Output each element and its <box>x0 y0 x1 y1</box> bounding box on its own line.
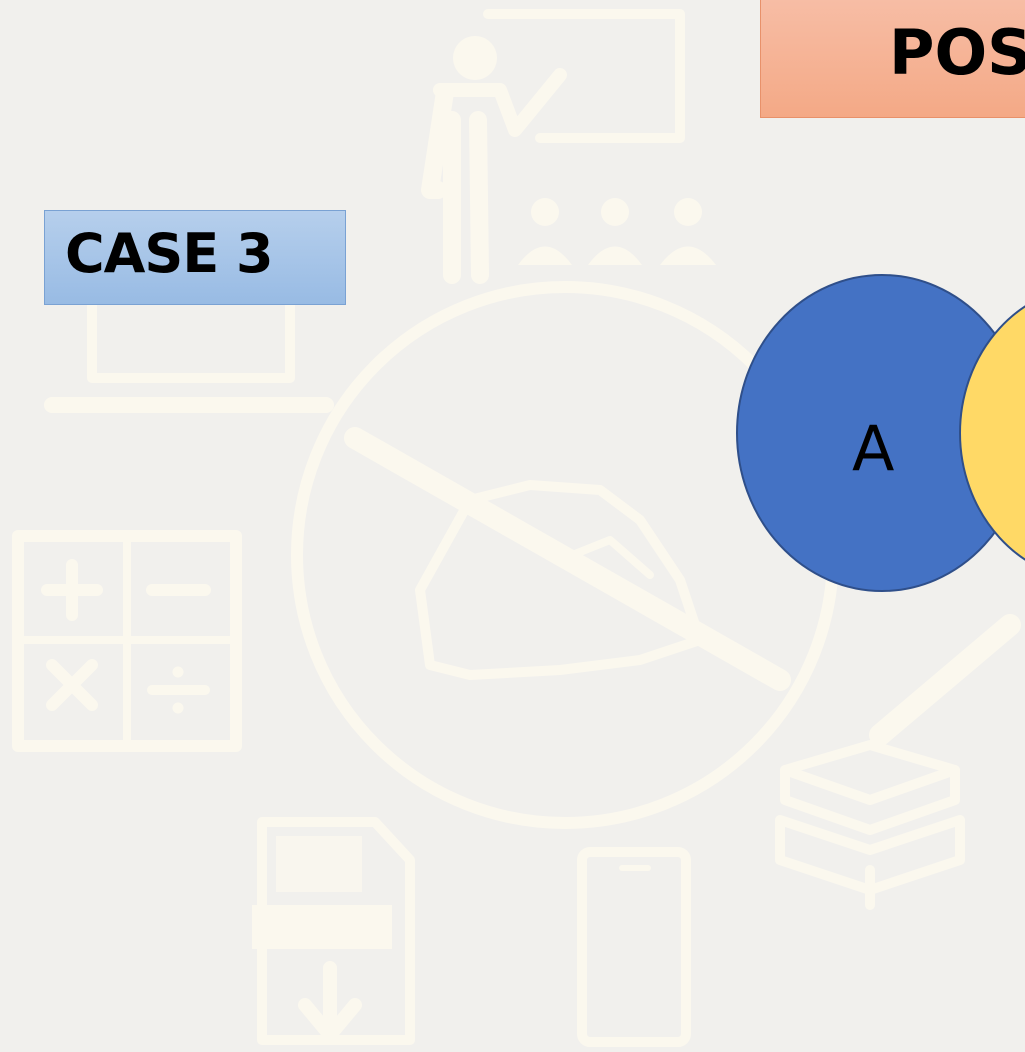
venn-diagram <box>736 274 1025 592</box>
writing-hand-icon <box>291 281 839 829</box>
calculator-icon <box>12 530 242 752</box>
page-title: POS <box>889 16 1025 89</box>
case-label-box: CASE 3 <box>44 210 346 305</box>
venn-set-a <box>736 274 1025 592</box>
audience-icon <box>518 198 716 265</box>
pencil-icon <box>869 614 1021 746</box>
books-icon <box>775 740 965 910</box>
case-label: CASE 3 <box>65 222 274 285</box>
smartphone-icon <box>577 847 691 1047</box>
venn-set-a-label: A <box>852 412 895 485</box>
presenter-icon <box>421 9 685 284</box>
title-banner: POS <box>760 0 1025 118</box>
laptop-icon <box>44 300 334 413</box>
venn-set-b <box>959 305 1025 561</box>
pdf-download-icon <box>252 817 415 1045</box>
